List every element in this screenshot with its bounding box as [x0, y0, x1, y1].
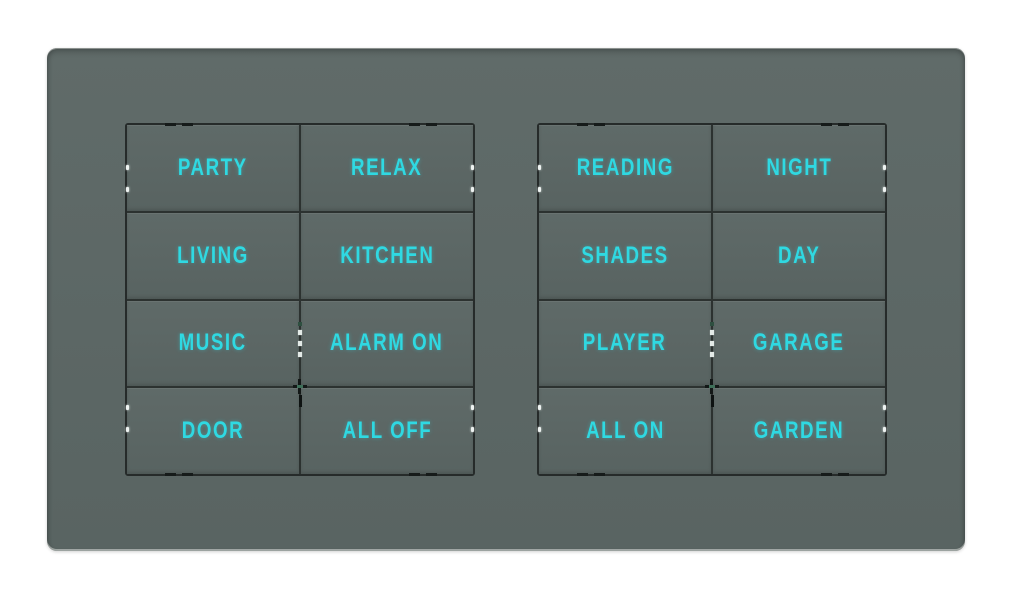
alignment-mark	[838, 123, 849, 126]
alignment-mark	[165, 123, 176, 126]
button-label: KITCHEN	[339, 241, 435, 269]
led-indicator	[538, 405, 541, 410]
led-indicator	[471, 427, 474, 432]
led-indicator	[126, 427, 129, 432]
button-relax[interactable]: RELAX	[301, 125, 473, 211]
button-party[interactable]: PARTY	[127, 125, 299, 211]
button-kitchen[interactable]: KITCHEN	[301, 212, 473, 299]
led-indicator	[126, 187, 129, 192]
cross-mark-icon	[293, 379, 307, 394]
alignment-mark	[426, 473, 437, 476]
button-player[interactable]: PLAYER	[539, 300, 711, 387]
led-indicator	[883, 427, 886, 432]
button-all-on[interactable]: ALL ON	[539, 388, 711, 474]
button-label: NIGHT	[765, 153, 833, 181]
alignment-mark	[426, 123, 437, 126]
button-label: LIVING	[177, 241, 249, 269]
alignment-mark	[577, 473, 588, 476]
alignment-mark	[409, 473, 420, 476]
button-label: DOOR	[181, 417, 245, 445]
button-label: RELAX	[351, 153, 423, 181]
button-label: ALARM ON	[330, 329, 444, 357]
led-indicator	[883, 405, 886, 410]
alignment-mark	[409, 123, 420, 126]
alignment-mark	[165, 473, 176, 476]
divider-green-dot	[710, 322, 714, 326]
alignment-mark	[577, 123, 588, 126]
divider-led-dot	[710, 330, 714, 335]
alignment-mark	[594, 123, 605, 126]
button-label: ALL ON	[585, 417, 665, 445]
led-indicator	[126, 165, 129, 170]
button-label: GARAGE	[753, 329, 845, 357]
button-alarm-on[interactable]: ALARM ON	[301, 300, 473, 387]
led-indicator	[471, 165, 474, 170]
button-label: MUSIC	[178, 329, 248, 357]
button-label: PLAYER	[583, 329, 667, 357]
button-day[interactable]: DAY	[713, 212, 885, 299]
led-indicator	[538, 187, 541, 192]
led-indicator	[883, 187, 886, 192]
button-label: SHADES	[581, 241, 669, 269]
button-door[interactable]: DOOR	[127, 388, 299, 474]
keypad-faceplate: PARTY RELAX LIVING KITCHEN MUSIC ALARM O…	[47, 48, 965, 551]
alignment-mark	[821, 123, 832, 126]
alignment-mark	[182, 473, 193, 476]
button-night[interactable]: NIGHT	[713, 125, 885, 211]
led-indicator	[471, 405, 474, 410]
divider-led-dot	[710, 352, 714, 357]
led-indicator	[126, 405, 129, 410]
button-reading[interactable]: READING	[539, 125, 711, 211]
button-label: GARDEN	[753, 417, 845, 445]
divider-slot	[711, 395, 714, 407]
button-garage[interactable]: GARAGE	[713, 300, 885, 387]
alignment-mark	[182, 123, 193, 126]
led-indicator	[883, 165, 886, 170]
divider-green-dot	[298, 322, 302, 326]
right-keypad: READING NIGHT SHADES DAY PLAYER GARAGE A…	[537, 123, 887, 476]
button-label: READING	[576, 153, 674, 181]
alignment-mark	[838, 473, 849, 476]
button-label: PARTY	[178, 153, 248, 181]
alignment-mark	[821, 473, 832, 476]
cross-mark-icon	[705, 379, 719, 394]
divider-led-dot	[298, 341, 302, 346]
button-shades[interactable]: SHADES	[539, 212, 711, 299]
button-garden[interactable]: GARDEN	[713, 388, 885, 474]
button-label: DAY	[777, 241, 821, 269]
led-indicator	[538, 427, 541, 432]
led-indicator	[471, 187, 474, 192]
divider-slot	[299, 395, 302, 407]
divider-led-dot	[298, 352, 302, 357]
button-living[interactable]: LIVING	[127, 212, 299, 299]
button-label: ALL OFF	[342, 417, 432, 445]
led-indicator	[538, 165, 541, 170]
button-music[interactable]: MUSIC	[127, 300, 299, 387]
button-all-off[interactable]: ALL OFF	[301, 388, 473, 474]
divider-led-dot	[298, 330, 302, 335]
left-keypad: PARTY RELAX LIVING KITCHEN MUSIC ALARM O…	[125, 123, 475, 476]
alignment-mark	[594, 473, 605, 476]
divider-led-dot	[710, 341, 714, 346]
